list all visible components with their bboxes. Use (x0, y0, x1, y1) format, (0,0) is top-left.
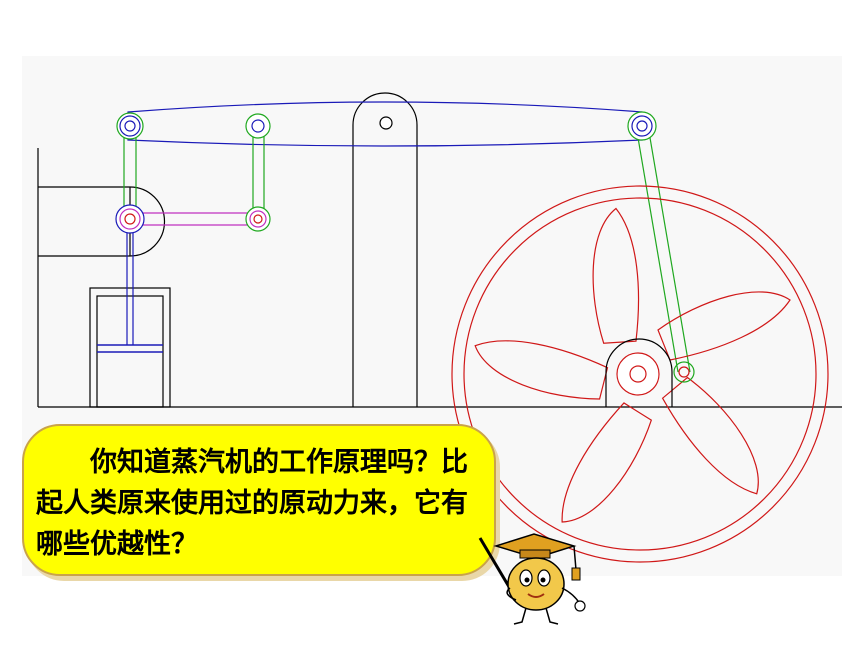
flywheel (451, 185, 829, 563)
beam-joint-right (627, 111, 657, 141)
link-joint-right (245, 206, 271, 232)
radius-link (130, 212, 258, 226)
crank-pin (673, 361, 695, 383)
connecting-rod (635, 125, 691, 373)
question-text: 你知道蒸汽机的工作原理吗？比起人类原来使用过的原动力来，它有哪些优越性？ (36, 447, 468, 560)
piston-rod (126, 220, 134, 345)
beam-joint-middle (245, 113, 271, 139)
piston (97, 344, 163, 353)
crank-support (605, 338, 673, 407)
central-pillar (352, 92, 418, 407)
beam-pivot (379, 116, 393, 130)
beam-joint-left (116, 112, 144, 140)
link-joint-left (115, 204, 145, 234)
question-bubble: 你知道蒸汽机的工作原理吗？比起人类原来使用过的原动力来，它有哪些优越性？ (22, 424, 496, 576)
parallel-motion-links (123, 126, 265, 218)
crank-hub (616, 352, 660, 396)
teacher-mascot-icon (478, 533, 586, 625)
